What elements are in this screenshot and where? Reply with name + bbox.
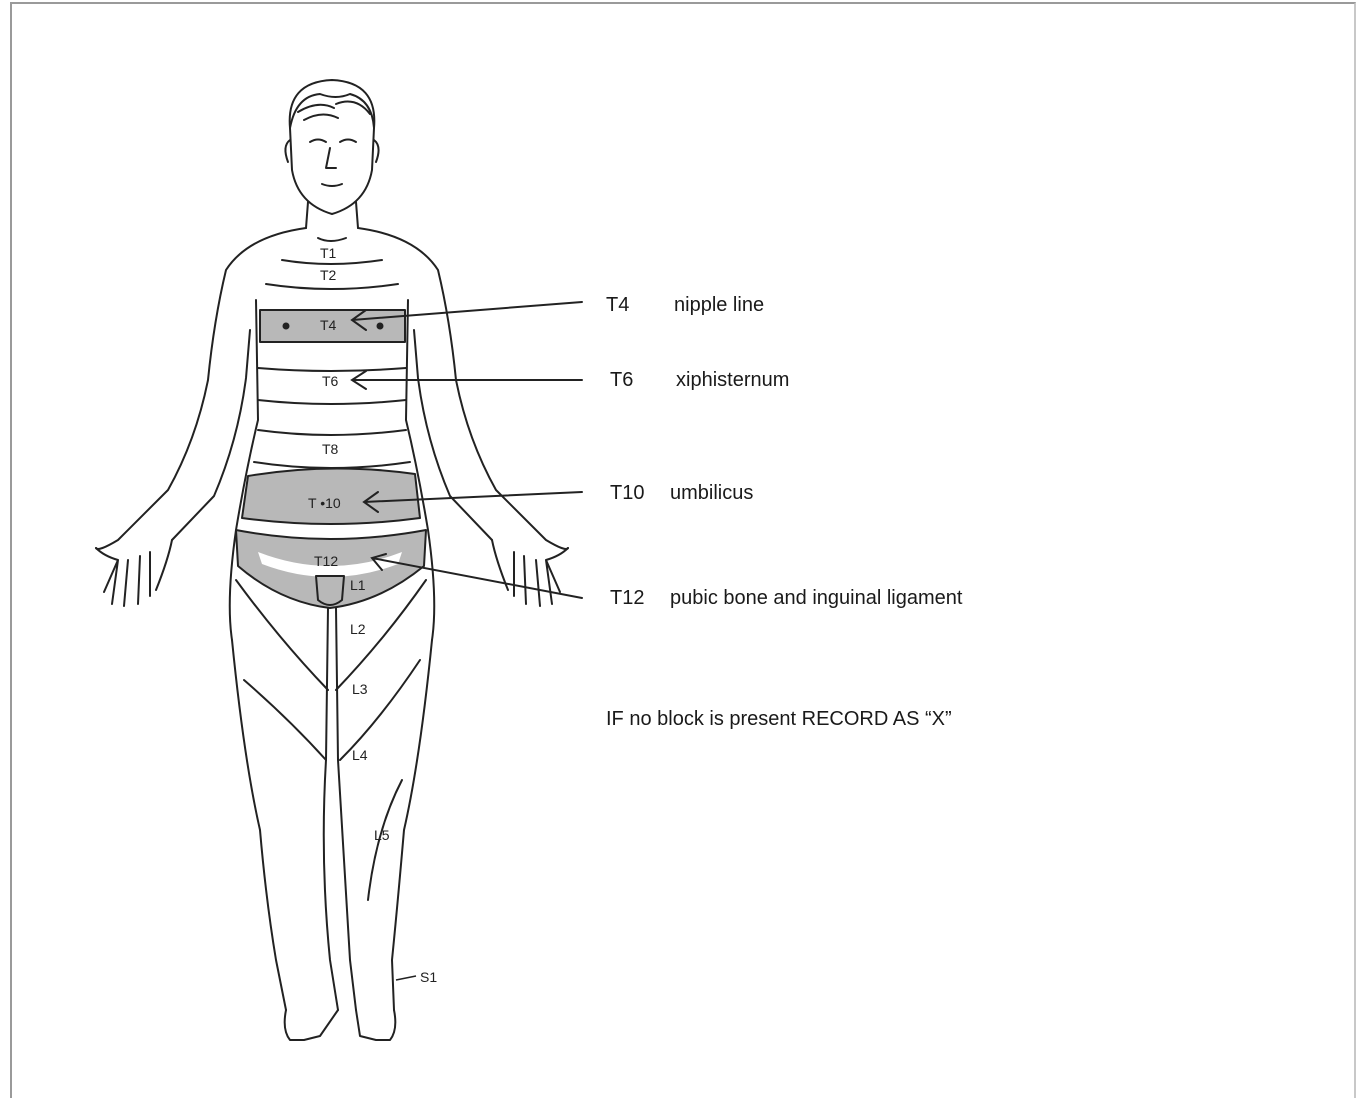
band-line-5 — [258, 400, 406, 404]
label-s1: S1 — [420, 969, 437, 985]
band-line-4 — [258, 368, 406, 371]
band-line-7 — [254, 462, 410, 468]
right-nipple — [377, 323, 384, 330]
label-l1: L1 — [350, 577, 366, 593]
label-t4: T4 — [320, 317, 337, 333]
annotation-t12-code: T12 — [610, 587, 644, 610]
annotation-t4-code: T4 — [606, 294, 629, 317]
annotation-t12-desc: pubic bone and inguinal ligament — [670, 587, 962, 610]
left-foot — [285, 1010, 338, 1040]
annotation-t6-code: T6 — [610, 369, 633, 392]
arrow-t6 — [352, 371, 582, 389]
label-t6: T6 — [322, 373, 339, 389]
no-block-note: IF no block is present RECORD AS “X” — [606, 708, 952, 731]
s1-leader — [396, 976, 416, 980]
right-leg-outer — [392, 640, 432, 1010]
neck-right — [356, 202, 358, 228]
annotation-t6-desc: xiphisternum — [676, 369, 789, 392]
label-t1: T1 — [320, 245, 337, 261]
band-line-6 — [258, 430, 406, 435]
right-hand — [492, 540, 568, 606]
label-l2: L2 — [350, 621, 366, 637]
band-line-1 — [318, 238, 346, 241]
left-hand — [96, 540, 172, 606]
l3-line-right — [340, 660, 420, 760]
right-leg-inner — [336, 608, 356, 1010]
right-ear — [374, 140, 379, 162]
band-line-3 — [266, 284, 398, 289]
annotation-t10-code: T10 — [610, 482, 644, 505]
label-t2: T2 — [320, 267, 337, 283]
label-t10: T •10 — [308, 495, 341, 511]
label-t8: T8 — [322, 441, 339, 457]
left-nipple — [283, 323, 290, 330]
left-ear — [285, 140, 290, 162]
label-l3: L3 — [352, 681, 368, 697]
neck-left — [306, 202, 308, 228]
label-t12: T12 — [314, 553, 338, 569]
label-l5: L5 — [374, 827, 390, 843]
annotation-t10-desc: umbilicus — [670, 482, 753, 505]
left-leg-outer — [232, 640, 286, 1010]
label-l4: L4 — [352, 747, 368, 763]
annotation-t4-desc: nipple line — [674, 294, 764, 317]
right-foot — [356, 1010, 395, 1040]
l3-line-left — [244, 680, 326, 760]
